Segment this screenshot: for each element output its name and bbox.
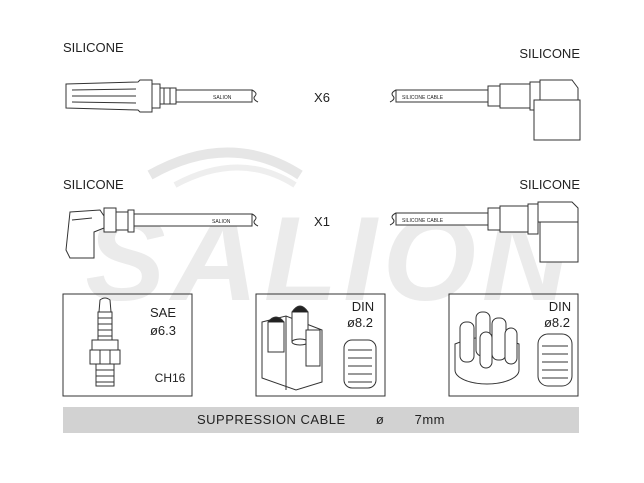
suppression-cable-label: SUPPRESSION CABLE [197,412,346,427]
cable-print-row1-left: SALION [213,95,232,101]
din-box-left: DIN ø8.2 [255,293,386,397]
suppression-cable-diameter: 7mm [414,412,445,427]
sae-box: SAE ø6.3 CH16 [62,293,193,397]
din-right-size: ø8.2 [544,315,570,330]
diameter-symbol: ø [375,412,385,427]
row2-right-angle-boot [389,201,579,263]
spark-plug-illustration [89,297,121,387]
din-left-title: DIN [352,299,374,314]
cable-print-row2-left: SALION [212,219,231,225]
distributor-cap-illustration [454,311,573,387]
row1-right-angle-boot [389,79,581,141]
label-silicone-mid-left: SILICONE [63,177,124,192]
row1-left-straight-boot [65,79,259,113]
watermark: SALION [85,147,569,326]
label-silicone-top-left: SILICONE [63,40,124,55]
suppression-cable-text: SUPPRESSION CABLE ø 7mm [63,407,579,433]
quantity-row1: X6 [314,90,330,105]
din-box-right: DIN ø8.2 [448,293,579,397]
suppression-cable-bar: SUPPRESSION CABLE ø 7mm [63,407,579,433]
din-left-size: ø8.2 [347,315,373,330]
cable-print-row1-right: SILICONE CABLE [402,95,444,101]
din-right-title: DIN [549,299,571,314]
label-silicone-mid-right: SILICONE [519,177,580,192]
sae-code: CH16 [155,371,186,385]
sae-size: ø6.3 [150,323,176,338]
cable-print-row2-right: SILICONE CABLE [402,218,444,224]
quantity-row2: X1 [314,214,330,229]
label-silicone-top-right: SILICONE [519,46,580,61]
distributor-cap-illustration [261,305,377,391]
row2-left-angle-boot [65,207,259,259]
sae-title: SAE [150,305,176,320]
